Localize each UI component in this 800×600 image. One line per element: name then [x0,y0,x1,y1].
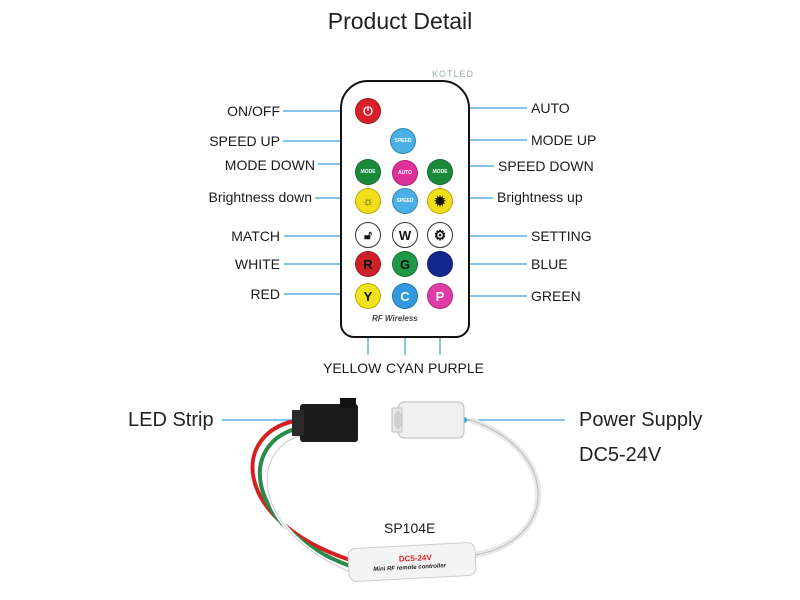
label-brightness-up: Brightness up [497,189,583,205]
label-speed-up: SPEED UP [209,133,280,149]
setting-button[interactable]: ⚙ [427,222,453,248]
white-button[interactable]: W [392,222,418,248]
green-button[interactable]: G [392,251,418,277]
rf-wireless-text: RF Wireless [372,314,418,323]
label-voltage: DC5-24V [579,444,662,466]
speed-up-button[interactable]: SPEED [390,128,416,154]
cyan-button-text: C [400,288,410,304]
mode-down-button-text: MODE [360,169,376,175]
speed-down-button-text: SPEED [396,198,414,204]
yellow-button-text: Y [363,288,373,304]
gear-icon: ⚙ [433,226,447,243]
mode-up-button-text: MODE [432,169,448,175]
purple-button[interactable]: P [427,283,453,309]
label-match: MATCH [231,228,280,244]
label-purple: PURPLE [428,360,485,376]
red-button-text: R [363,256,373,272]
red-button[interactable]: R [355,251,381,277]
label-led-strip: LED Strip [128,409,214,431]
label-red: RED [250,286,280,302]
label-power-supply: Power Supply [579,409,703,431]
label-mode-up: MODE UP [531,132,597,148]
match-button[interactable]: 🔓︎ [355,222,381,248]
mode-up-button[interactable]: MODE [427,159,453,185]
green-button-text: G [399,256,411,272]
brightness-down-button[interactable]: ☼ [355,188,381,214]
watermark: KOTLED [432,69,475,79]
label-speed-down: SPEED DOWN [498,158,594,174]
rf-controller-module: DC5-24V Mini RF remote controller [347,541,477,583]
sun-large-icon: ✹ [434,192,446,209]
power-button[interactable]: ⏻ [355,98,381,124]
blue-button[interactable] [427,251,453,277]
brightness-up-button[interactable]: ✹ [427,188,453,214]
label-yellow: YELLOW [323,360,382,376]
label-blue: BLUE [531,256,568,272]
sun-small-icon: ☼ [362,194,374,208]
page-title: Product Detail [327,8,473,34]
purple-button-text: P [435,288,445,304]
auto-button-text: AUTO [397,170,413,176]
label-model: SP104E [384,520,436,536]
label-on-off: ON/OFF [227,103,280,119]
label-mode-down: MODE DOWN [224,157,315,173]
label-green: GREEN [531,288,581,304]
label-white: WHITE [234,256,280,272]
mode-down-button[interactable]: MODE [355,159,381,185]
controller-name-text: Mini RF remote controller [373,563,447,574]
cyan-button[interactable]: C [392,283,418,309]
auto-button[interactable]: AUTO [392,160,418,186]
label-brightness-down: Brightness down [208,189,312,205]
power-icon: ⏻ [363,103,373,118]
label-cyan: CYAN [386,360,424,376]
lock-icon: 🔓︎ [364,227,372,242]
label-auto: AUTO [531,100,570,116]
speed-down-button[interactable]: SPEED [392,188,418,214]
white-button-text: W [398,227,412,243]
yellow-button[interactable]: Y [355,283,381,309]
controller-voltage-text: DC5-24V [398,552,432,564]
speed-up-button-text: SPEED [394,138,412,144]
label-setting: SETTING [531,228,592,244]
